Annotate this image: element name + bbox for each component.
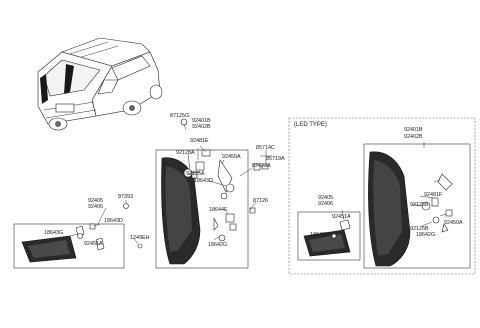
- label-87393: 87393: [118, 194, 133, 200]
- label-led-18642G: 18642G: [416, 232, 435, 238]
- label-87126: 87126: [253, 198, 268, 204]
- lower-left-assembly: [13, 200, 143, 269]
- label-92401B: 92401B: [192, 118, 211, 124]
- label-led-92481F: 92481F: [424, 192, 443, 198]
- label-18644E: 18644E: [209, 207, 228, 213]
- label-led-92125B: 92125B: [410, 226, 429, 232]
- label-92481E: 92481E: [190, 138, 209, 144]
- label-92128A: 92128A: [176, 150, 195, 156]
- led-type-label: (LED TYPE): [294, 122, 327, 128]
- label-87125G: 87125G: [170, 113, 189, 119]
- label-92450A: 92450A: [222, 154, 241, 160]
- center-assembly: [155, 118, 272, 269]
- label-led-18643G: 18643G: [310, 232, 329, 238]
- label-92402B: 92402B: [192, 124, 211, 130]
- label-led-92126B: 92126B: [410, 202, 429, 208]
- label-led-92451A: 92451A: [332, 214, 351, 220]
- part-number-labels: 87125G 92401B 92402B 92481E 92128A 92450…: [44, 113, 463, 248]
- label-18643G-left: 18643G: [44, 230, 63, 236]
- label-18643D-center: 18643D: [194, 178, 213, 184]
- label-led-92401B: 92401B: [404, 127, 423, 133]
- led-socket-group: [421, 173, 453, 233]
- label-82423A: 82423A: [252, 163, 271, 169]
- label-18642G-center: 18642G: [208, 242, 227, 248]
- label-led-92450A: 92450A: [444, 220, 463, 226]
- label-led-92406: 92406: [318, 201, 333, 207]
- label-92125A: 92125A: [186, 171, 205, 177]
- label-92451A-left: 92451A: [84, 241, 103, 247]
- label-85719A: 85719A: [266, 156, 285, 162]
- label-led-92402B: 92402B: [404, 134, 423, 140]
- label-led-92405: 92405: [318, 195, 333, 201]
- label-1249EH: 1249EH: [130, 235, 150, 241]
- label-92406: 92406: [88, 204, 103, 210]
- label-85714C: 85714C: [256, 145, 275, 151]
- label-18643D-left: 18643D: [104, 218, 123, 224]
- vehicle-illustration: [37, 37, 163, 131]
- label-92405: 92405: [88, 198, 103, 204]
- bulb-socket-group: [180, 118, 237, 242]
- led-type-section: (LED TYPE): [288, 117, 476, 275]
